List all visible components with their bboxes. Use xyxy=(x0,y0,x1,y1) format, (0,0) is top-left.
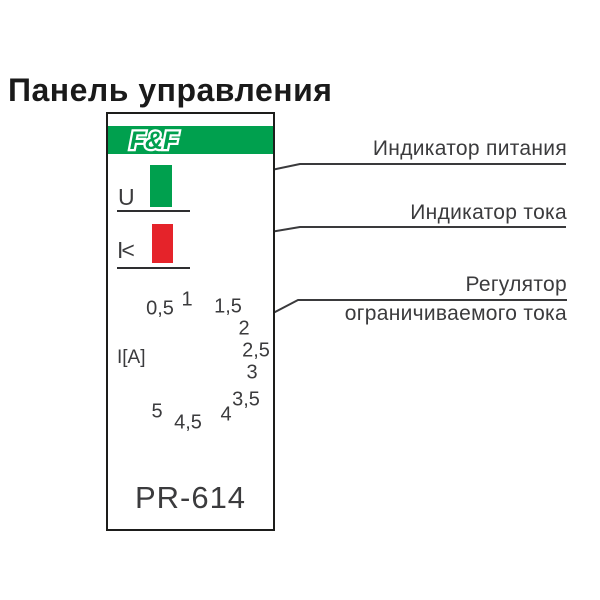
current-led xyxy=(152,224,173,263)
model-label: PR-614 xyxy=(134,480,247,515)
dial-scale-label: 4,5 xyxy=(174,411,202,434)
dial-scale-label: 2 xyxy=(238,317,250,340)
dial-unit-label: I[A] xyxy=(117,347,146,368)
dial-scale-label: 4 xyxy=(220,403,232,426)
page-title: Панель управления xyxy=(8,72,333,108)
dial-scale-label: 5 xyxy=(151,400,163,423)
voltage-indicator-label: U xyxy=(118,184,135,210)
callout-current-indicator: Индикатор тока xyxy=(410,201,567,224)
dial-scale-label: 1,5 xyxy=(214,295,242,318)
brand-logo-band: F&F xyxy=(108,126,273,154)
brand-logo-text: F&F xyxy=(130,127,179,154)
voltage-underline xyxy=(117,210,190,212)
callout-power-indicator: Индикатор питания xyxy=(372,137,567,160)
brand-logo: F&F xyxy=(127,126,181,154)
callout-regulator-line2: ограничиваемого тока xyxy=(344,302,567,325)
device-panel: F&F U I< I[A] PR-614 xyxy=(106,112,275,531)
dial-scale-label: 1 xyxy=(181,288,193,311)
callout-regulator-line1: Регулятор xyxy=(465,273,567,296)
dial-scale-label: 3 xyxy=(246,361,258,384)
dial-scale-label: 3,5 xyxy=(232,388,260,411)
current-underline xyxy=(117,267,190,269)
dial-scale-label: 2,5 xyxy=(242,339,270,362)
dial-scale-label: 0,5 xyxy=(146,297,174,320)
power-led xyxy=(150,165,172,207)
current-indicator-label: I< xyxy=(117,237,135,263)
